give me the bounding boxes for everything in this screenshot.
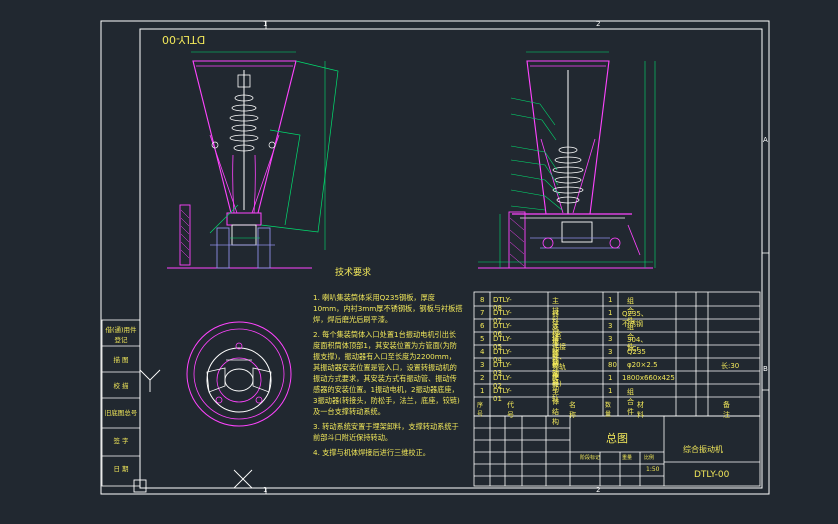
bom-no: 7: [480, 309, 485, 317]
border-mark-bottom-2: 2: [596, 486, 601, 494]
bom-no: 2: [480, 374, 485, 382]
border-mark-right-a: A: [763, 136, 768, 144]
left-title-strip: [101, 319, 141, 487]
bom-no: 5: [480, 335, 485, 343]
bom-name: 主体结构: [552, 388, 559, 426]
bom-no: 6: [480, 322, 485, 330]
bom-qty: 1: [608, 296, 613, 304]
bom-header-note: 备 注: [723, 401, 730, 419]
border-mark-top-1: 1: [263, 20, 268, 28]
bom-name: 转动架子: [552, 349, 559, 387]
sheet-inner-frame: [139, 28, 763, 489]
ucs-icon: [133, 369, 253, 493]
bom-no: 8: [480, 296, 485, 304]
bom-no: 1: [480, 387, 485, 395]
bom-note: 长:30: [721, 362, 740, 370]
bom-code: DTLY-02: [493, 374, 512, 390]
bom-qty: 1: [608, 374, 613, 382]
bom-code: DTLY-06: [493, 322, 512, 338]
strip-label-3: 校 描: [113, 382, 129, 390]
bom-header-mat: 材 料: [637, 401, 644, 419]
title-block-field-stage: 阶段标记: [580, 455, 601, 461]
tech-item-1: 1. 喇叭集装筒体采用Q235钢板，厚度10mm，内衬3mm厚不锈钢板，钢板与衬…: [313, 293, 463, 324]
bom-table: [473, 291, 761, 417]
technical-requirements: 技术要求 1. 喇叭集装筒体采用Q235钢板，厚度10mm，内衬3mm厚不锈钢板…: [313, 268, 463, 458]
bom-name: 支撑、连接件、导轨座: [552, 323, 566, 381]
plan-view: [186, 321, 292, 427]
border-mark-right-b: B: [763, 365, 768, 373]
bom-no: 4: [480, 348, 485, 356]
bom-mat: 304、2Cr: [627, 336, 648, 353]
title-block-scale: 1:50: [646, 466, 660, 473]
bom-qty: 1: [608, 309, 613, 317]
bom-mat: Q235: [627, 348, 646, 356]
front-view-left: [167, 51, 339, 269]
bom-name: 转动轨: [552, 375, 559, 403]
title-block-code: DTLY-00: [694, 470, 730, 480]
bom-mat: 组合件: [627, 388, 634, 416]
bom-header-code: 代 号: [507, 401, 514, 419]
bom-mat: 组合件: [627, 297, 634, 325]
bom-header-name: 名 称: [569, 401, 576, 419]
bom-code: DTLY-01: [493, 387, 512, 403]
bom-code: DTLY-08: [493, 296, 512, 312]
title-block: [473, 415, 761, 487]
mirrored-drawing-code: DTLY-00: [162, 33, 206, 46]
bom-qty: 1: [608, 387, 613, 395]
bom-name: 主排料管道: [552, 297, 559, 345]
bom-qty: 3: [608, 335, 613, 343]
title-block-field-scale: 比例: [644, 455, 655, 461]
tech-item-3: 3. 转动系统安置于埋架卸料，支撑转动系统于前部斗口附近保持转动。: [313, 422, 459, 442]
bom-mat: 1800x660x425: [622, 374, 675, 382]
bom-name: 轮子: [552, 362, 559, 380]
bom-qty: 3: [608, 348, 613, 356]
tech-item-4: 4. 支撑与机体焊接后进行三维校正。: [313, 448, 430, 457]
bom-mat: Q235、不锈钢: [622, 310, 648, 328]
bom-code: DTLY-03: [493, 361, 512, 377]
bom-qty: 3: [608, 322, 613, 330]
technical-requirements-heading: 技术要求: [335, 268, 372, 278]
strip-label-6: 日 期: [113, 465, 129, 473]
side-view-right: [478, 51, 656, 269]
title-block-field-weight: 重量: [622, 455, 633, 461]
bom-mat: 组合件: [627, 323, 634, 351]
title-block-drawing-title: 总图: [606, 432, 628, 445]
border-mark-top-2: 2: [596, 20, 601, 28]
bom-code: DTLY-04: [493, 348, 512, 364]
tech-item-2: 2. 每个集装筒体入口处置1台振动电机引出长度面积筒体顶部1，其安装位置为方管面…: [313, 330, 460, 416]
bom-code: DTLY-05: [493, 335, 512, 351]
bom-mat: φ20×2.5: [627, 361, 658, 369]
border-mark-bottom-1: 1: [263, 486, 268, 494]
bom-name: 器斗(含下部振动器): [552, 310, 562, 388]
title-block-product: 综合振动机: [683, 445, 723, 454]
bom-header-qty: 数量: [605, 402, 612, 418]
strip-label-1: 借(通)用件登记: [105, 326, 137, 344]
bom-name: 振动器: [552, 336, 559, 364]
sheet-outer-frame: [100, 20, 770, 495]
bom-header-no: 序号: [477, 402, 484, 418]
strip-label-4: 旧底图总号: [104, 409, 138, 417]
bom-qty: 80: [608, 361, 617, 369]
bom-code: DTLY-07: [493, 309, 512, 325]
bom-no: 3: [480, 361, 485, 369]
strip-label-5: 签 字: [113, 437, 129, 445]
strip-label-2: 描 图: [113, 356, 129, 364]
